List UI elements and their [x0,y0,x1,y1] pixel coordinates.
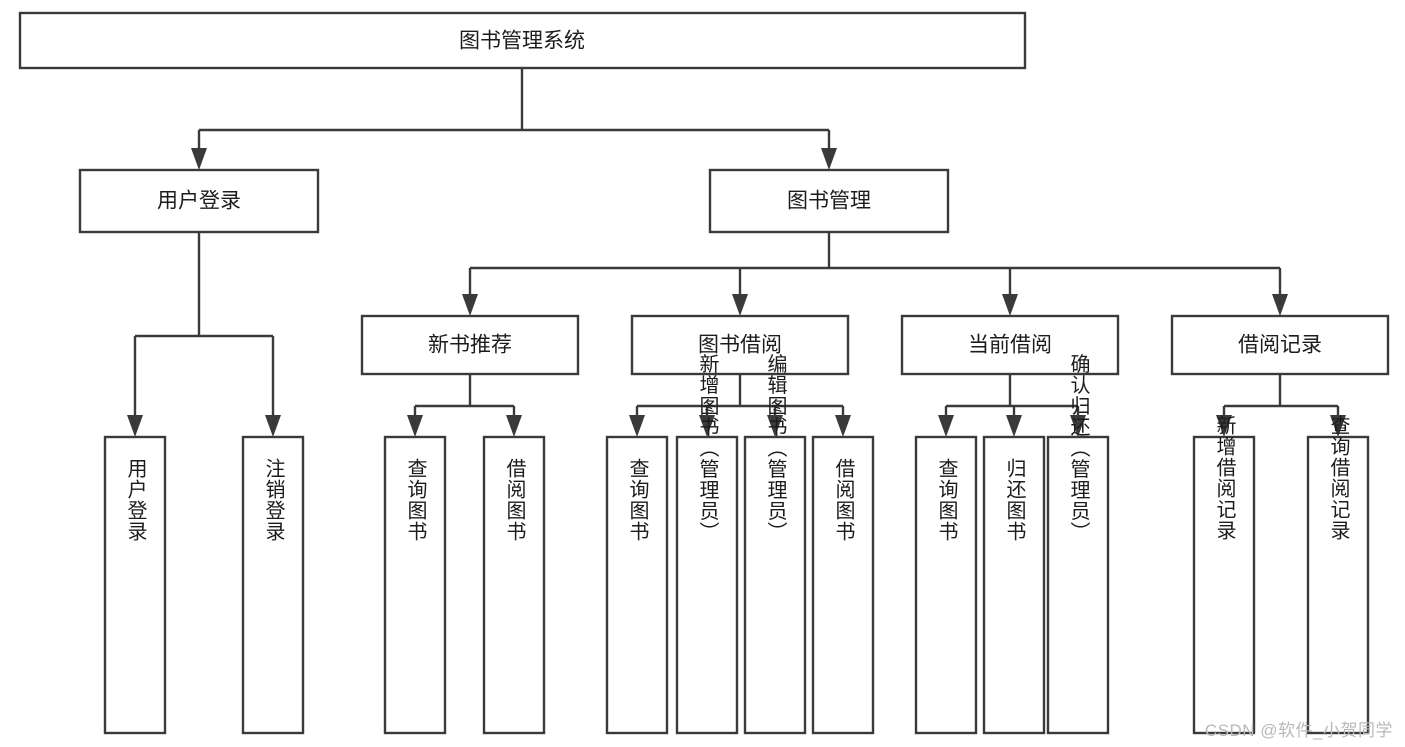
connector-group-borrow-record-to-leaves [1216,374,1346,437]
connector-group-new-book-to-leaves [407,374,522,437]
node-user-login[interactable]: 用户登录 [78,168,320,234]
arrow-head-leaf-logout [265,415,281,437]
leaf-bb-query-book-label: 查询图书 [626,458,649,542]
leaf-bb-edit-book-box[interactable] [743,435,807,735]
node-current-borrow-label: 当前借阅 [968,334,1052,357]
leaf-node-br-query-record[interactable]: 查询借阅记录 [1306,415,1370,735]
leaf-user-login-box[interactable] [103,435,167,735]
node-borrow-record-label: 借阅记录 [1238,334,1322,357]
leaf-bb-query-book-box[interactable] [605,435,669,735]
node-book-borrow-box[interactable] [630,314,850,376]
arrow-head-nb-leaf-2 [506,415,522,437]
node-book-manage[interactable]: 图书管理 [708,168,950,234]
leaf-cb-query-book-label: 查询图书 [935,458,958,542]
arrow-head-bb-leaf-2 [699,415,715,437]
node-root-label: 图书管理系统 [459,30,585,53]
leaf-node-bb-add-book[interactable]: 新增图书（管理员） [675,353,739,735]
leaf-bb-add-book-label: 新增图书（管理员） [696,353,719,542]
leaf-bb-borrow-book-box[interactable] [811,435,875,735]
node-new-book-recommend-box[interactable] [360,314,580,376]
arrow-head-cb-leaf-1 [938,415,954,437]
leaf-logout-box[interactable] [241,435,305,735]
leaf-node-cb-return-book[interactable]: 归还图书 [982,435,1046,735]
connector-group-root-to-level1 [191,68,837,170]
leaf-br-query-record-label: 查询借阅记录 [1327,415,1350,541]
leaf-node-nb-query-book[interactable]: 查询图书 [383,435,447,735]
arrow-head-cb-leaf-3 [1070,415,1086,437]
leaf-br-add-record-label: 新增借阅记录 [1213,415,1236,541]
node-root-system[interactable]: 图书管理系统 [18,11,1027,70]
node-current-borrow-box[interactable] [900,314,1120,376]
node-book-borrow-label: 图书借阅 [698,334,782,357]
leaf-bb-borrow-book-label: 借阅图书 [832,458,855,542]
leaf-node-logout[interactable]: 注销登录 [241,435,305,735]
leaf-node-br-add-record[interactable]: 新增借阅记录 [1192,415,1256,735]
node-book-manage-label: 图书管理 [787,190,871,213]
node-root-box[interactable] [18,11,1027,70]
leaf-nb-query-book-box[interactable] [383,435,447,735]
node-new-book-recommend[interactable]: 新书推荐 [360,314,580,376]
arrow-head-cb-leaf-2 [1006,415,1022,437]
arrow-head-br-leaf-2 [1330,415,1346,437]
arrow-head-bb-leaf-1 [629,415,645,437]
connector-group-current-borrow-to-leaves [938,374,1086,437]
node-borrow-record-box[interactable] [1170,314,1390,376]
node-book-borrow[interactable]: 图书借阅 [630,314,850,376]
leaf-br-add-record-box[interactable] [1192,435,1256,735]
leaf-nb-borrow-book-box[interactable] [482,435,546,735]
leaf-logout-label: 注销登录 [262,458,285,542]
arrow-head-current-borrow [1002,294,1018,316]
leaf-cb-return-book-box[interactable] [982,435,1046,735]
node-user-login-label: 用户登录 [157,190,241,213]
arrow-head-nb-leaf-1 [407,415,423,437]
leaf-nb-query-book-label: 查询图书 [404,458,427,542]
leaf-cb-query-book-box[interactable] [914,435,978,735]
node-current-borrow[interactable]: 当前借阅 [900,314,1120,376]
node-new-book-recommend-label: 新书推荐 [428,334,512,357]
leaf-node-cb-confirm-return[interactable]: 确认归还（管理员） [1046,353,1110,735]
arrow-head-br-leaf-1 [1216,415,1232,437]
arrow-head-book-manage [821,148,837,170]
leaf-node-bb-edit-book[interactable]: 编辑图书（管理员） [743,353,807,735]
connector-group-book-borrow-to-leaves [629,374,851,437]
connector-group-user-login-to-leaves [127,232,281,437]
leaf-node-bb-query-book[interactable]: 查询图书 [605,435,669,735]
arrow-head-new-book [462,294,478,316]
leaf-cb-confirm-return-box[interactable] [1046,435,1110,735]
node-borrow-record[interactable]: 借阅记录 [1170,314,1390,376]
leaf-user-login-label: 用户登录 [124,458,147,542]
node-user-login-box[interactable] [78,168,320,234]
arrow-head-leaf-user-login [127,415,143,437]
arrow-head-bb-leaf-3 [767,415,783,437]
leaf-br-query-record-box[interactable] [1306,435,1370,735]
arrow-head-bb-leaf-4 [835,415,851,437]
arrow-head-book-borrow [732,294,748,316]
leaf-node-bb-borrow-book[interactable]: 借阅图书 [811,435,875,735]
leaf-cb-confirm-return-label: 确认归还（管理员） [1067,353,1090,542]
leaf-cb-return-book-label: 归还图书 [1003,458,1026,542]
leaf-node-nb-borrow-book[interactable]: 借阅图书 [482,435,546,735]
leaf-node-cb-query-book[interactable]: 查询图书 [914,435,978,735]
leaf-bb-edit-book-label: 编辑图书（管理员） [764,353,787,542]
leaf-node-user-login[interactable]: 用户登录 [103,435,167,735]
leaf-bb-add-book-box[interactable] [675,435,739,735]
arrow-head-user-login [191,148,207,170]
arrow-head-borrow-record [1272,294,1288,316]
leaf-nb-borrow-book-label: 借阅图书 [503,458,526,542]
node-book-manage-box[interactable] [708,168,950,234]
connector-group-book-manage-to-level2 [462,232,1288,316]
